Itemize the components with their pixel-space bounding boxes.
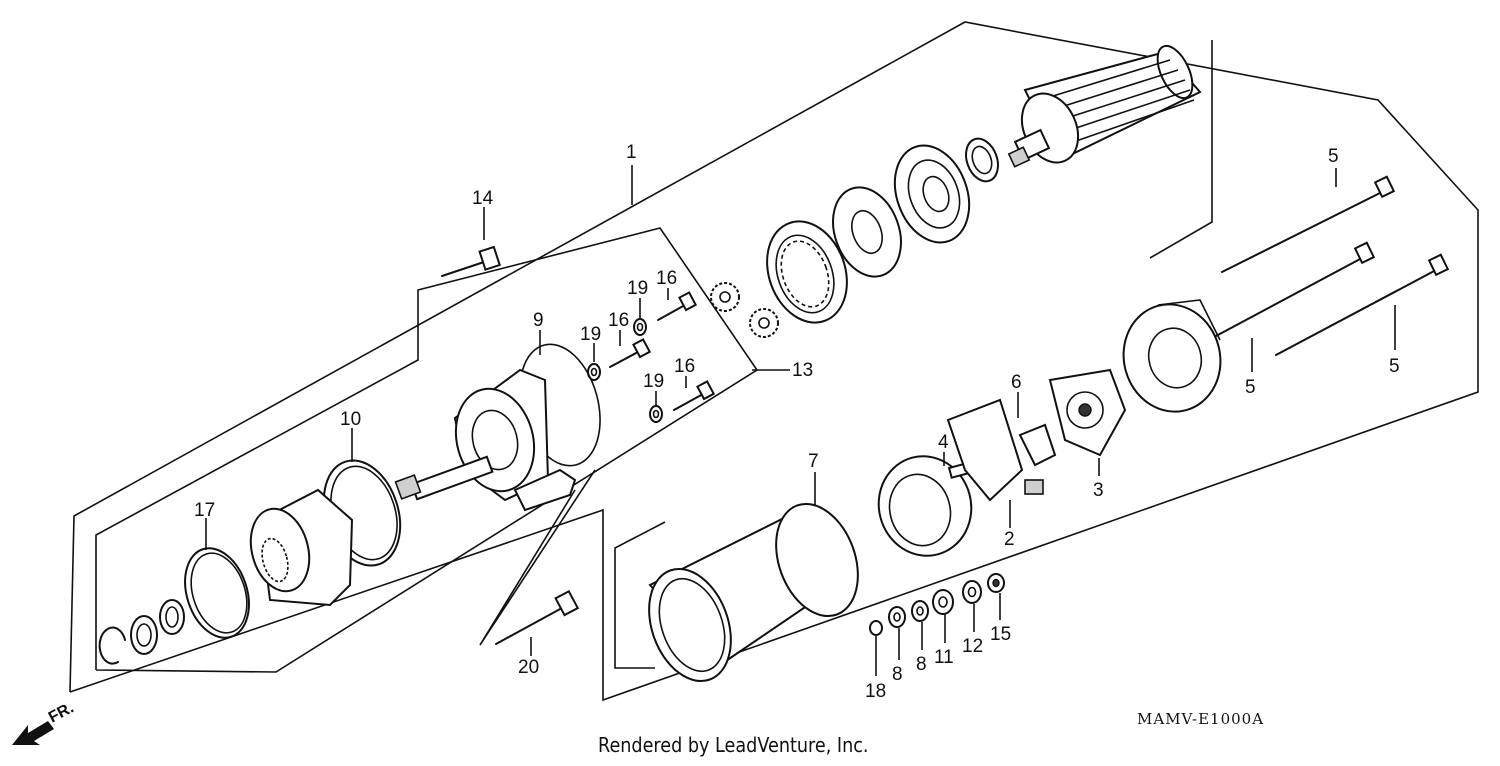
bolt-16-lower (673, 380, 716, 411)
callout-13: 13 (792, 360, 813, 381)
brush-holder-cover (877, 455, 975, 557)
internal-ring-gear (766, 220, 848, 324)
washer-11 (932, 589, 954, 615)
rear-cover (1122, 299, 1222, 413)
callout-8-b: 8 (916, 654, 927, 675)
front-direction-arrow-icon: FR. (12, 699, 77, 745)
callout-17: 17 (194, 500, 215, 521)
callout-19-middle: 19 (580, 324, 601, 345)
through-bolt-top (1221, 175, 1396, 273)
callout-16-lower: 16 (674, 356, 695, 377)
washer-19-upper (633, 318, 647, 336)
callout-18: 18 (865, 681, 886, 702)
motor-yoke (648, 502, 859, 683)
washer-8-a (888, 606, 906, 628)
callout-16-upper: 16 (656, 268, 677, 289)
bolt-20-pointer (479, 469, 596, 646)
leader-lines (205, 165, 1396, 676)
armature-frame (1149, 40, 1213, 259)
callout-5-right: 5 (1389, 356, 1400, 377)
gear-housing (394, 343, 601, 512)
brush-plate (1048, 368, 1127, 457)
front-washer (159, 599, 185, 635)
callout-19-lower: 19 (643, 371, 664, 392)
callout-19-upper: 19 (627, 278, 648, 299)
planetary-gear-upper (710, 282, 740, 312)
callout-16-middle: 16 (608, 310, 629, 331)
callout-15: 15 (990, 624, 1011, 645)
diagram-code: MAMV-E1000A (1137, 710, 1265, 728)
front-direction-label: FR. (46, 699, 77, 726)
thrust-washer-large (832, 186, 902, 278)
bolt-16-middle (609, 338, 652, 368)
callout-3: 3 (1093, 480, 1104, 501)
washer-12 (962, 580, 982, 604)
callout-6: 6 (1011, 372, 1022, 393)
snap-ring (98, 626, 126, 665)
washer-8-b (911, 600, 929, 622)
bolt-14 (441, 245, 501, 277)
callout-5-top: 5 (1328, 146, 1339, 167)
callout-2: 2 (1004, 529, 1015, 550)
seal-plate (893, 144, 971, 244)
callout-20: 20 (518, 657, 539, 678)
callout-1: 1 (626, 142, 637, 163)
callout-9: 9 (533, 310, 544, 331)
assembly-frame-outline (69, 21, 1479, 702)
small-washer-top (965, 137, 999, 183)
yoke-frame (614, 521, 666, 669)
brush-assembly (946, 398, 1044, 502)
render-credit: Rendered by LeadVenture, Inc. (598, 733, 869, 757)
washer-18 (869, 620, 883, 636)
washer-19-middle (587, 363, 601, 381)
callout-5-middle: 5 (1245, 377, 1256, 398)
brush-spring (1018, 423, 1057, 467)
planetary-gear-lower (749, 308, 779, 338)
callout-11: 11 (934, 647, 954, 668)
callout-7: 7 (808, 451, 819, 472)
through-bolt-bottom (1275, 253, 1450, 356)
front-housing-frame (95, 227, 759, 673)
o-ring-17 (184, 547, 250, 639)
bolt-16-upper (657, 291, 698, 321)
drive-gear-housing (249, 488, 354, 607)
front-seal (130, 615, 158, 655)
through-bolt-middle (1215, 241, 1376, 337)
callout-8-a: 8 (892, 664, 903, 685)
callout-14: 14 (472, 188, 494, 209)
washer-19-lower (649, 405, 663, 423)
nut-15 (987, 573, 1005, 593)
callout-4: 4 (938, 432, 949, 453)
callout-10: 10 (340, 409, 361, 430)
bolt-20 (495, 589, 580, 645)
callout-12: 12 (962, 636, 983, 657)
armature (1007, 44, 1202, 168)
